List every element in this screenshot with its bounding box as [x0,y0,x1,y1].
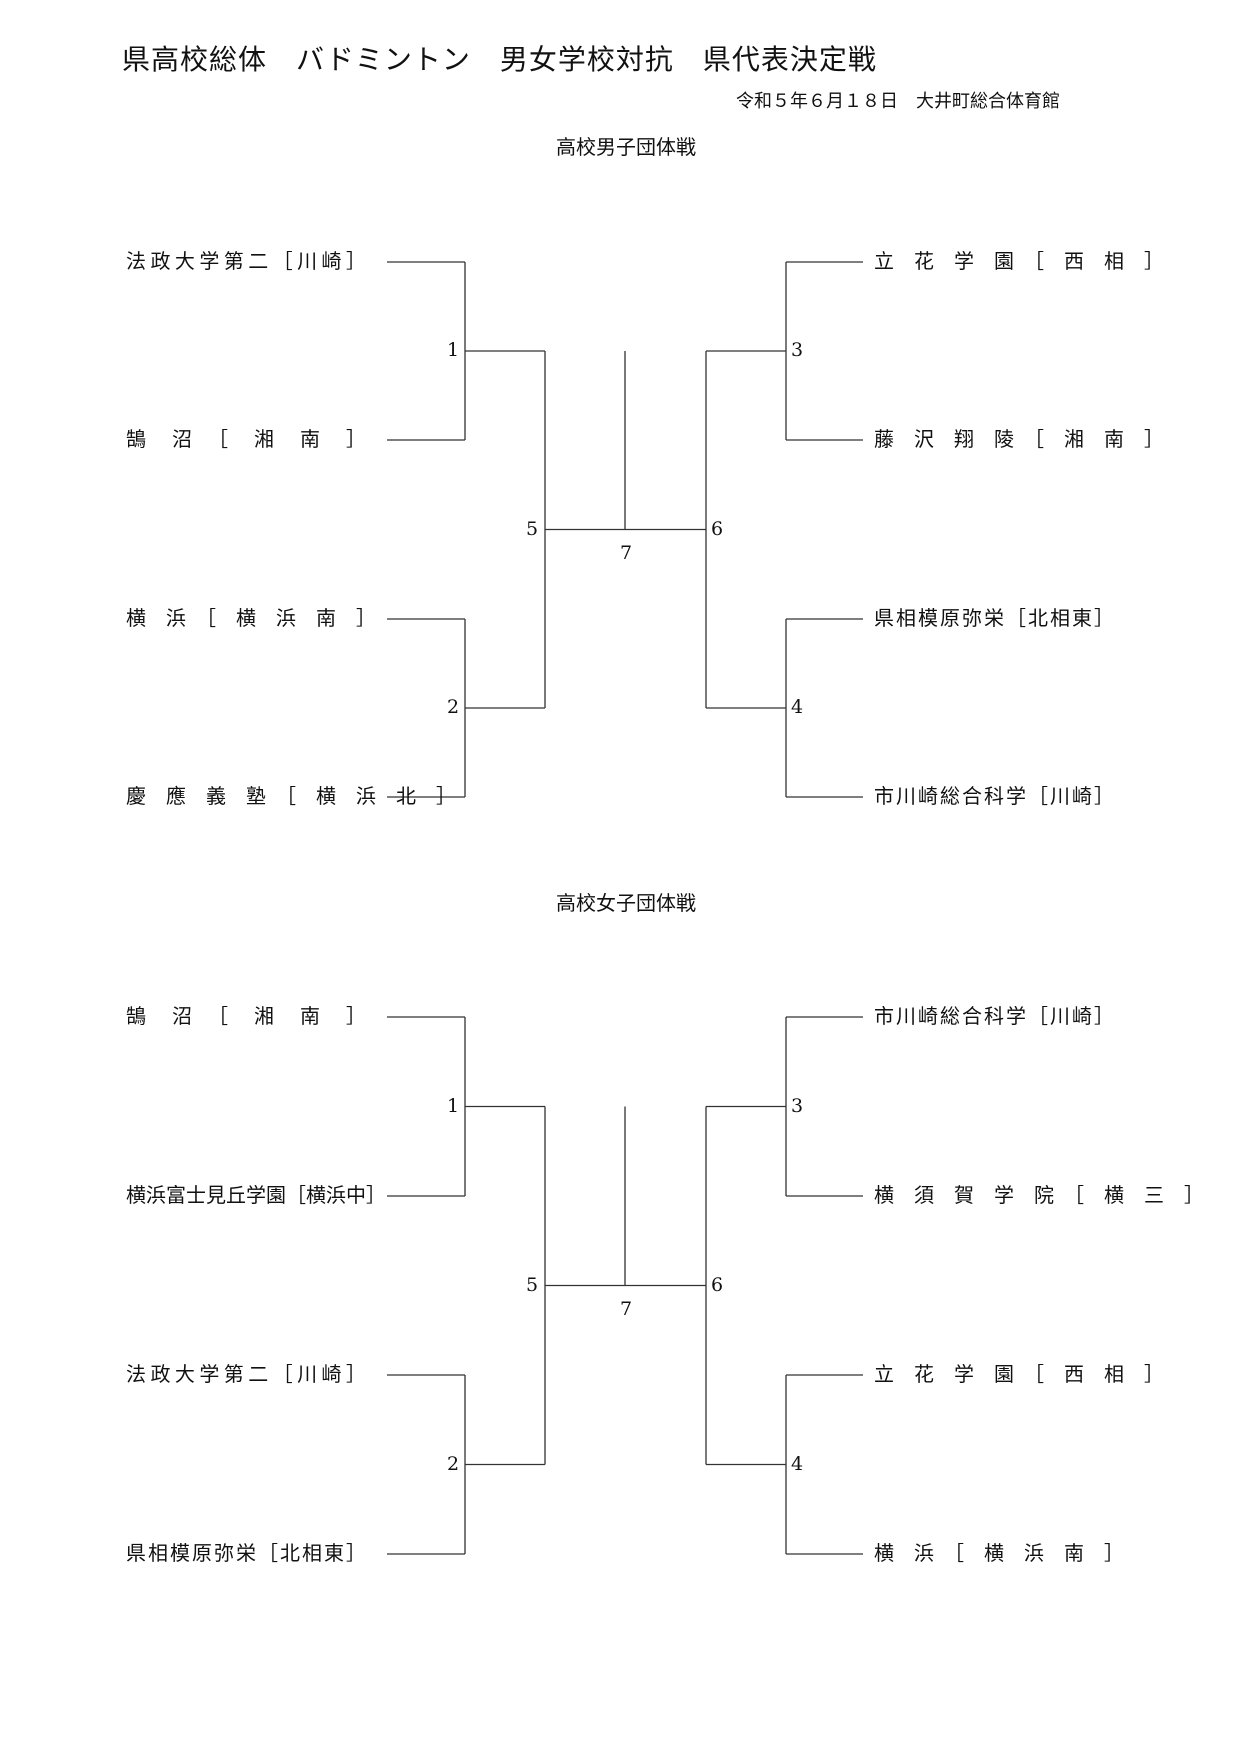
match-number: 2 [447,696,460,718]
match-number: 6 [711,1273,724,1296]
match-number: 5 [526,517,539,540]
team-name-right: 市川崎総合科学［川崎］ [874,1004,1114,1028]
date-venue: 令和５年６月１８日 大井町総合体育館 [736,91,1060,112]
team-name-left: 県相模原弥栄［北相東］ [126,1541,366,1565]
team-name-left: 横浜富士見丘学園［横浜中］ [126,1183,386,1207]
page-title: 県高校総体 バドミントン 男女学校対抗 県代表決定戦 [122,43,877,76]
match-number: 1 [447,339,460,361]
bracket-title: 高校男子団体戦 [556,135,696,159]
team-name-right: 市川崎総合科学［川崎］ [874,784,1114,808]
match-number: 1 [447,1094,460,1117]
match-number: 5 [526,1273,539,1296]
match-number: 7 [620,541,633,564]
team-name-left: 鵠 沼 ［ 湘 南 ］ [126,427,366,451]
bracket-title: 高校女子団体戦 [556,891,696,915]
team-name-left: 法政大学第二［川崎］ [126,1362,366,1386]
team-name-right: 横 須 賀 学 院 ［ 横 三 ］ [874,1183,1204,1207]
team-name-left: 慶 應 義 塾 ［ 横 浜 北 ］ [126,784,456,808]
team-name-left: 法政大学第二［川崎］ [126,249,366,273]
team-name-right: 立 花 学 園 ［ 西 相 ］ [874,249,1164,273]
team-name-right: 藤 沢 翔 陵 ［ 湘 南 ］ [874,427,1164,451]
match-number: 4 [791,1452,804,1475]
team-name-right: 横 浜 ［ 横 浜 南 ］ [874,1541,1124,1565]
match-number: 2 [447,1452,460,1475]
match-number: 6 [711,517,724,540]
team-name-left: 横 浜 ［ 横 浜 南 ］ [126,606,376,630]
match-number: 7 [620,1297,633,1320]
match-number: 3 [791,339,804,361]
team-name-right: 立 花 学 園 ［ 西 相 ］ [874,1362,1164,1386]
team-name-left: 鵠 沼 ［ 湘 南 ］ [126,1004,366,1028]
team-name-right: 県相模原弥栄［北相東］ [874,606,1114,630]
match-number: 3 [791,1094,804,1117]
match-number: 4 [791,696,804,718]
